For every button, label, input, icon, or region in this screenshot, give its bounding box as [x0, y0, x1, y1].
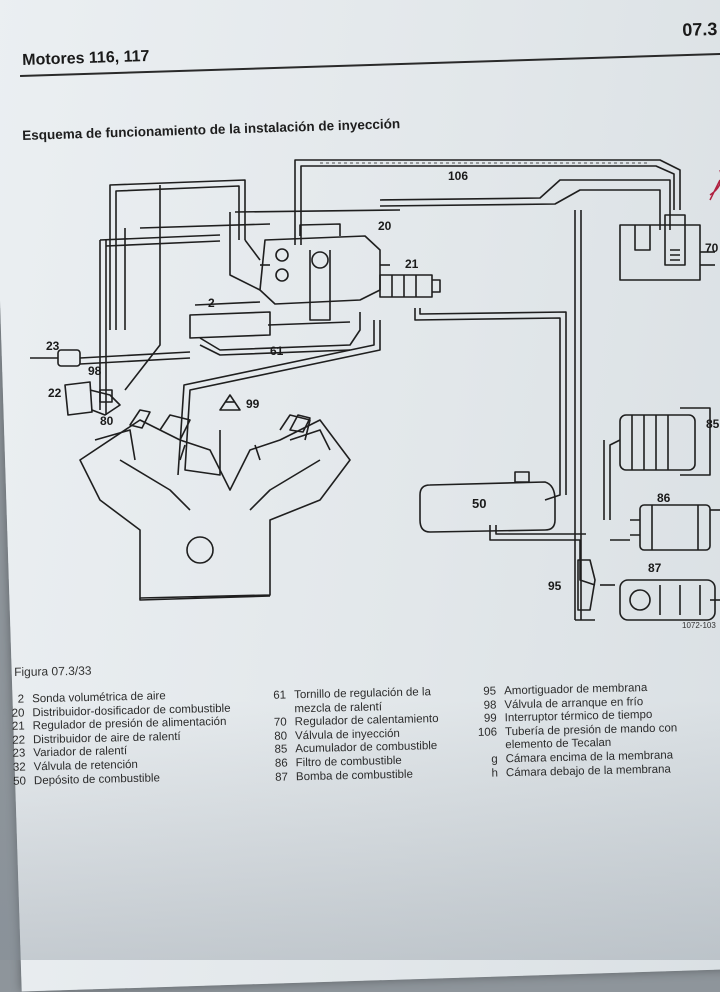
- label-21: 21: [405, 257, 419, 271]
- fuel-accumulator-85: [619, 407, 711, 476]
- label-2: 2: [208, 296, 215, 310]
- label-50: 50: [472, 496, 486, 511]
- label-95: 95: [548, 579, 562, 593]
- label-23: 23: [46, 339, 60, 353]
- pressure-regulator-21: [379, 274, 441, 298]
- fuel-lines: [99, 179, 720, 621]
- air-flow-sensor-2: [189, 301, 361, 356]
- v8-engine: [79, 414, 351, 601]
- label-98: 98: [88, 364, 102, 378]
- warm-up-regulator-70: [619, 214, 715, 281]
- label-20: 20: [378, 219, 392, 233]
- label-61: 61: [270, 344, 284, 358]
- label-99: 99: [246, 397, 260, 411]
- fuel-pump-87: [619, 579, 716, 621]
- cold-start-valve-98: [99, 389, 113, 403]
- membrane-damper-95: [577, 559, 596, 611]
- label-86: 86: [657, 491, 671, 505]
- idle-speed-valve-23: [30, 349, 191, 367]
- label-85: 85: [706, 417, 720, 431]
- page-number: 07.3: [682, 18, 718, 40]
- fuel-tank-50: [419, 471, 556, 533]
- fuel-filter-86: [630, 504, 711, 551]
- label-80: 80: [100, 414, 114, 428]
- injection-valve-80: [129, 409, 311, 433]
- fuel-distributor-20: [259, 223, 390, 321]
- thermo-time-switch-99: [219, 394, 241, 411]
- label-22: 22: [48, 386, 62, 400]
- aux-air-device-22: [64, 381, 121, 416]
- label-70: 70: [705, 241, 719, 255]
- pen-annotation: [709, 170, 720, 201]
- injection-system-diagram: 2 20 21 22 23 50 61 70 80 85 86 87 95 98…: [30, 159, 720, 630]
- figure-reference-code: 1072-103: [682, 621, 716, 630]
- figure-caption: Figura 07.3/33: [14, 663, 92, 679]
- label-106: 106: [448, 169, 468, 183]
- control-pressure-pipe: [294, 159, 681, 245]
- label-87: 87: [648, 561, 662, 575]
